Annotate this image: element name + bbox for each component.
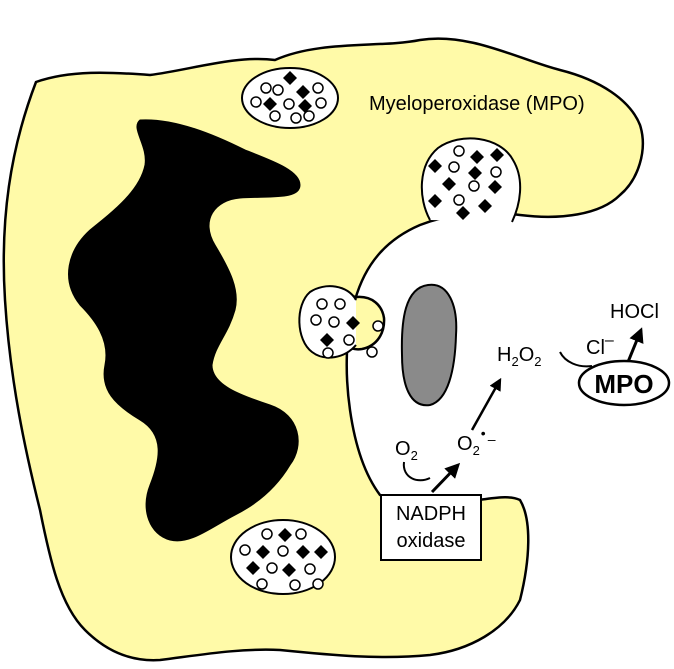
nadph-oxidase: NADPH oxidase <box>380 494 482 561</box>
granule-top <box>241 67 339 129</box>
mpo-enzyme: MPO <box>577 359 671 407</box>
o2-consumption-curve <box>402 461 431 482</box>
granule-fusing-upper <box>420 137 522 223</box>
hypochlorous-acid: HOCl <box>610 301 659 323</box>
nadph-label-line1: NADPH <box>396 503 466 525</box>
h2o2-consumption-curve <box>559 351 593 368</box>
o2-substrate: O2 <box>395 438 418 463</box>
mpo-granule-label: Myeloperoxidase (MPO) <box>369 93 585 115</box>
granule-fusing-left <box>298 285 384 359</box>
nucleus <box>68 119 301 542</box>
arrow-superoxide-to-h2o2 <box>470 377 502 431</box>
arrow-nadph-to-superoxide <box>430 462 461 494</box>
bacterium <box>400 283 458 407</box>
superoxide: O2•– <box>457 425 496 458</box>
arrow-mpo-to-hocl <box>626 327 644 363</box>
hydrogen-peroxide: H2O2 <box>497 344 541 369</box>
granule-bottom <box>230 519 336 595</box>
nadph-label-line2: oxidase <box>397 530 466 552</box>
chloride-ion: Cl– <box>586 332 614 359</box>
mpo-enzyme-label: MPO <box>594 369 653 399</box>
